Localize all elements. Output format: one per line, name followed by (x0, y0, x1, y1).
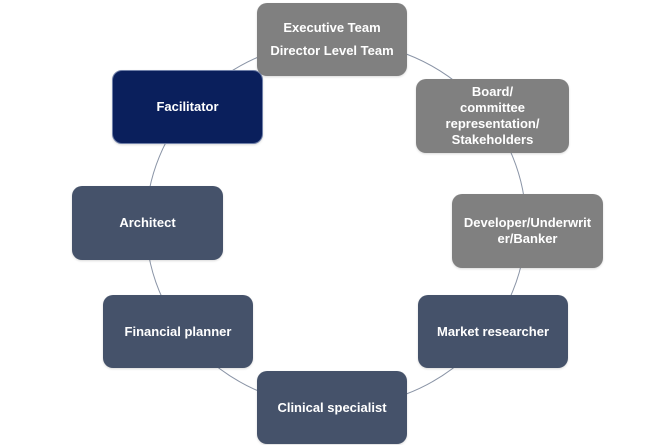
node-market-researcher: Market researcher (418, 295, 568, 368)
node-text: Board/ (471, 84, 514, 99)
node-financial-planner: Financial planner (103, 295, 253, 368)
node-clinical-specialist: Clinical specialist (257, 371, 407, 444)
node-architect: Architect (72, 186, 223, 260)
node-text: Developer/Underwrit (463, 215, 592, 230)
node-text: Market researcher (436, 323, 550, 339)
node-facilitator: Facilitator (112, 70, 263, 144)
node-text: Executive Team (283, 20, 381, 35)
node-text: Stakeholders (451, 132, 534, 147)
node-text: er/Banker (497, 231, 558, 246)
node-text: Facilitator (156, 99, 219, 114)
node-text: Financial planner (124, 323, 232, 339)
node-text: Architect (119, 215, 176, 230)
node-developer: Developer/Underwrit er/Banker (452, 194, 603, 268)
node-text: Clinical specialist (277, 399, 387, 415)
node-text: committee (459, 100, 526, 115)
node-executive-team: Executive Team Director Level Team (257, 3, 407, 76)
node-board: Board/ committee representation/ Stakeho… (416, 79, 569, 153)
node-text: representation/ (445, 116, 540, 131)
node-text: Director Level Team (270, 43, 394, 58)
